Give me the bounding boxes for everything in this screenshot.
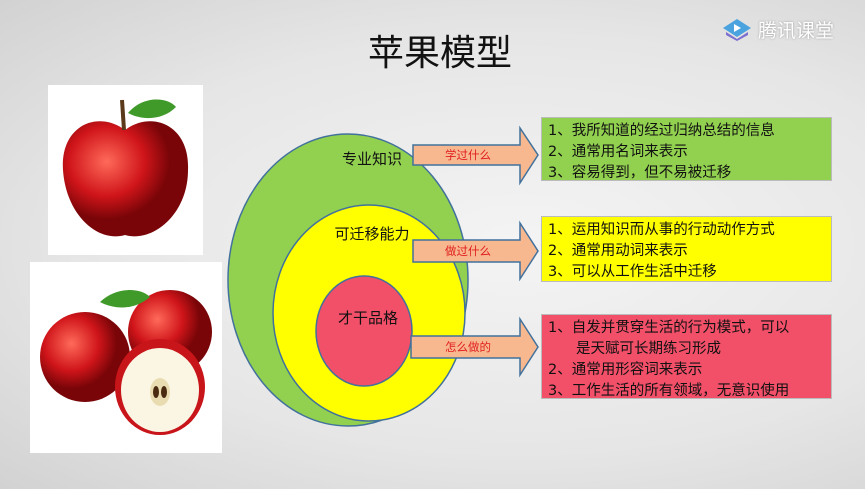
box-line: 1、运用知识而从事的行动动作方式 [548,222,775,238]
circle-label: 专业知识 [341,150,402,168]
arrow-label: 学过什么 [445,148,491,162]
box-line: 3、工作生活的所有领域，无意识使用 [548,383,790,399]
arrow-3 [410,316,539,378]
box-line: 1、自发并贯穿生活的行为模式，可以 [548,320,790,336]
box-line: 2、通常用动词来表示 [548,243,688,259]
arrow-2 [412,220,539,282]
apples-image [40,290,212,435]
box-line: 2、通常用形容词来表示 [548,362,703,378]
play-icon [723,18,751,41]
circle-label: 才干品格 [337,309,398,327]
arrow-label: 怎么做的 [445,340,491,354]
circle-talent-character [315,275,413,387]
box-line: 是天赋可长期练习形成 [576,341,721,357]
box-line: 2、通常用名词来表示 [548,144,688,160]
box-knowledge: 1、我所知道的经过归纳总结的信息 2、通常用名词来表示 3、容易得到，但不易被迁… [541,117,832,181]
circle-label: 可迁移能力 [334,225,410,243]
tencent-classroom-logo: 腾讯课堂 [722,16,834,43]
box-talent: 1、自发并贯穿生活的行为模式，可以 是天赋可长期练习形成 2、通常用形容词来表示… [541,314,832,399]
slide-title: 苹果模型 [367,33,512,74]
apple-photo-single [48,85,203,255]
box-line: 3、可以从工作生活中迁移 [548,264,717,280]
box-skills: 1、运用知识而从事的行动动作方式 2、通常用动词来表示 3、可以从工作生活中迁移 [541,216,832,282]
apple-photo-group [30,262,222,453]
logo-text: 腾讯课堂 [758,20,835,42]
arrow-1 [412,125,539,186]
arrow-label: 做过什么 [445,244,491,258]
box-line: 3、容易得到，但不易被迁移 [548,165,732,181]
apple-image [62,99,189,237]
box-line: 1、我所知道的经过归纳总结的信息 [548,123,775,139]
